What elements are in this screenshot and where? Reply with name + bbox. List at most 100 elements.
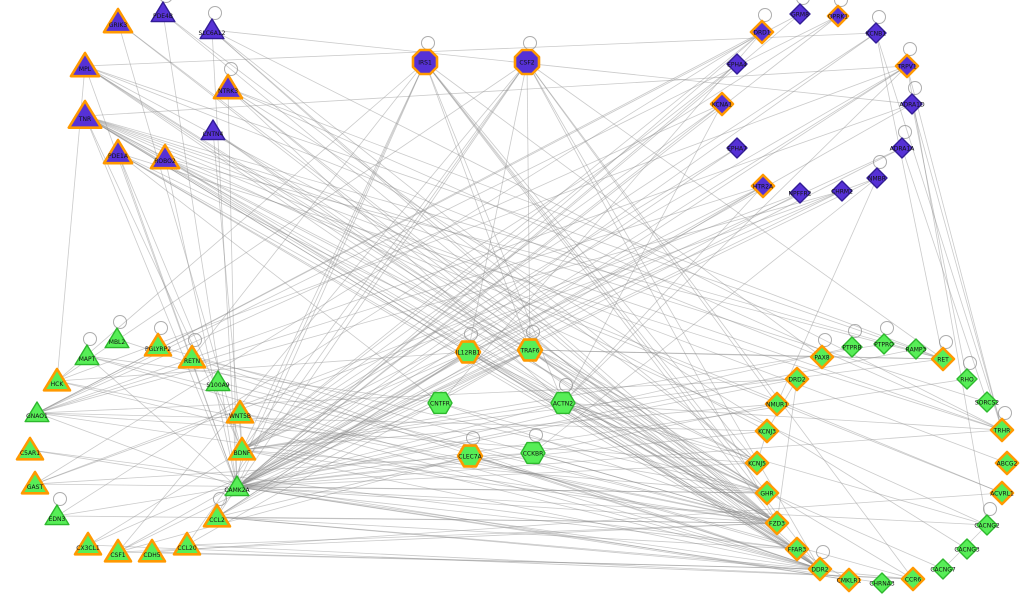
node-EPHA7[interactable]: [726, 137, 748, 159]
node-CLEC7A[interactable]: [456, 444, 484, 468]
edge: [117, 152, 758, 464]
edge: [562, 65, 908, 404]
edge: [84, 115, 988, 526]
node-DDR2[interactable]: [807, 556, 833, 582]
node-ADRA1D[interactable]: [901, 93, 923, 115]
node-PDE4B[interactable]: [150, 1, 176, 23]
edge: [84, 65, 768, 494]
node-CCL2[interactable]: [202, 503, 232, 528]
node-TRPV1[interactable]: [894, 53, 920, 79]
edge: [84, 115, 944, 360]
node-IL12RB1[interactable]: [454, 340, 482, 364]
node-FZD3[interactable]: [764, 510, 790, 536]
node-ACTN2[interactable]: [550, 391, 576, 415]
node-GNAO1[interactable]: [24, 401, 50, 423]
edge: [216, 349, 531, 518]
node-ACVRL1[interactable]: [989, 480, 1015, 506]
node-NPFFR2[interactable]: [789, 182, 811, 204]
node-CCR6[interactable]: [900, 566, 926, 592]
node-KCNJ5[interactable]: [744, 450, 770, 476]
node-ROBO2[interactable]: [149, 143, 181, 170]
node-KCNA1[interactable]: [709, 91, 735, 117]
node-KCNJ3[interactable]: [754, 418, 780, 444]
node-CDH5[interactable]: [137, 538, 167, 563]
edge: [241, 449, 768, 494]
node-CNTN4[interactable]: [200, 119, 226, 141]
node-CCKBR[interactable]: [520, 441, 546, 465]
node-OPRK1[interactable]: [826, 4, 850, 28]
edge: [217, 381, 778, 524]
node-C5AR1[interactable]: [15, 436, 45, 461]
node-ABCG2[interactable]: [994, 450, 1020, 476]
node-CNTFR[interactable]: [427, 391, 453, 415]
node-RETN[interactable]: [177, 344, 207, 369]
self-loop: [53, 492, 67, 506]
node-CACNG3[interactable]: [956, 538, 978, 560]
edge: [526, 61, 944, 360]
self-loop: [224, 62, 238, 76]
node-KCNB1[interactable]: [865, 22, 887, 44]
node-HTR2A[interactable]: [750, 173, 776, 199]
edge: [216, 516, 778, 524]
edge: [36, 378, 798, 414]
edge: [241, 63, 738, 451]
node-DRD2[interactable]: [784, 366, 810, 392]
node-GRM8[interactable]: [789, 3, 811, 25]
node-CHRM2[interactable]: [831, 180, 853, 202]
edge: [239, 412, 821, 570]
node-PTPRB[interactable]: [841, 336, 863, 358]
node-PGLYRP2[interactable]: [143, 332, 173, 357]
edge: [87, 349, 531, 546]
node-CAMK2A[interactable]: [224, 475, 250, 497]
node-NMBR[interactable]: [866, 167, 888, 189]
node-CCL20[interactable]: [172, 531, 202, 556]
node-EDN3[interactable]: [44, 504, 70, 526]
edge: [236, 452, 534, 488]
node-CMKLR1[interactable]: [836, 567, 862, 593]
edge: [467, 351, 778, 524]
edge: [562, 402, 821, 570]
node-CX3CL1[interactable]: [73, 531, 103, 556]
edge: [162, 12, 238, 488]
node-FFAR3[interactable]: [784, 536, 810, 562]
node-WNT5B[interactable]: [225, 399, 255, 424]
self-loop: [758, 8, 772, 22]
node-TRHR[interactable]: [989, 417, 1015, 443]
node-SLC6A12[interactable]: [199, 18, 225, 40]
node-RET[interactable]: [930, 346, 956, 372]
edge: [424, 61, 531, 351]
node-NMUR1[interactable]: [764, 391, 790, 417]
node-MAPT[interactable]: [74, 344, 100, 366]
node-EPHA4[interactable]: [726, 53, 748, 75]
node-RHO[interactable]: [956, 368, 978, 390]
node-NTRK3[interactable]: [212, 73, 244, 100]
node-CHRNA3[interactable]: [871, 572, 893, 594]
edge: [526, 61, 914, 580]
node-PAX8[interactable]: [809, 344, 835, 370]
node-GRIK3[interactable]: [102, 7, 134, 34]
node-HCK[interactable]: [42, 367, 72, 392]
node-CACNG2[interactable]: [976, 514, 998, 536]
node-DRD1[interactable]: [749, 19, 775, 45]
self-loop: [983, 502, 997, 516]
node-GAST[interactable]: [20, 470, 50, 495]
edge: [117, 152, 1003, 431]
edge: [562, 402, 778, 524]
node-BDNF[interactable]: [227, 436, 257, 461]
node-CSF2[interactable]: [513, 48, 541, 76]
node-GHR[interactable]: [754, 480, 780, 506]
node-TNR[interactable]: [67, 99, 103, 129]
node-CSF1[interactable]: [103, 538, 133, 563]
node-TRAF6[interactable]: [516, 338, 544, 362]
node-ADRA1A[interactable]: [891, 137, 913, 159]
node-MPL[interactable]: [69, 51, 101, 78]
node-RAMP3[interactable]: [905, 338, 927, 360]
node-MBL2[interactable]: [104, 327, 130, 349]
node-CACNG7[interactable]: [932, 558, 954, 580]
node-IRS1[interactable]: [411, 48, 439, 76]
node-PTPRO[interactable]: [873, 333, 895, 355]
node-SORCS2[interactable]: [976, 391, 998, 413]
node-PDE1A[interactable]: [102, 138, 134, 165]
node-S100A9[interactable]: [205, 370, 231, 392]
